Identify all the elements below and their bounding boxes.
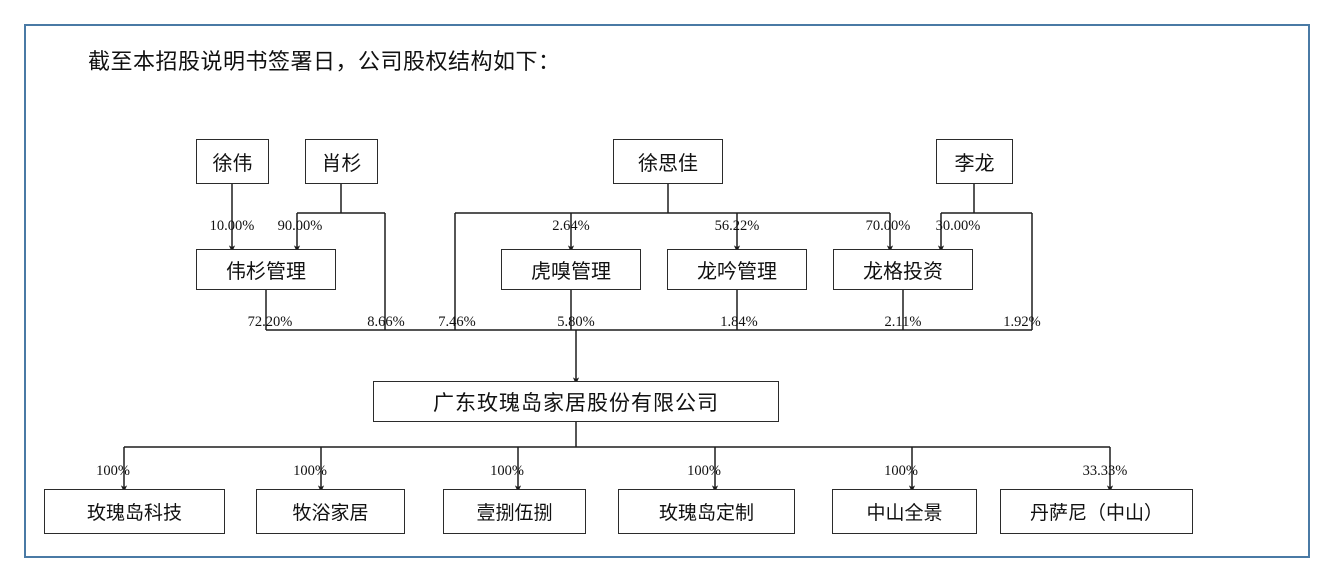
pct-xusijia-huxiu: 2.64% (552, 218, 590, 234)
node-weishan[interactable]: 伟杉管理 (196, 249, 336, 290)
node-label: 伟杉管理 (226, 261, 306, 283)
pct-issuer-sub3: 100% (490, 463, 524, 479)
node-label: 虎嗅管理 (531, 261, 611, 283)
diagram-frame (24, 24, 1310, 558)
node-sub3[interactable]: 壹捌伍捌 (443, 489, 586, 534)
pct-xiaoshan-issuer: 8.66% (367, 314, 405, 330)
pct-issuer-sub2: 100% (293, 463, 327, 479)
pct-issuer-sub6: 33.33% (1082, 463, 1128, 479)
node-label: 玫瑰岛科技 (86, 503, 182, 524)
node-label: 徐伟 (212, 153, 253, 175)
node-label: 丹萨尼（中山） (1029, 503, 1163, 524)
node-longge[interactable]: 龙格投资 (833, 249, 973, 290)
pct-lilong-longge: 30.00% (935, 218, 981, 234)
node-label: 牧浴家居 (292, 503, 369, 524)
pct-xusijia-longge: 70.00% (865, 218, 911, 234)
node-label: 广东玫瑰岛家居股份有限公司 (433, 390, 719, 415)
node-label: 徐思佳 (638, 153, 698, 175)
pct-issuer-sub5: 100% (884, 463, 918, 479)
pct-xiaoshan-weishan: 90.00% (277, 218, 323, 234)
node-sub5[interactable]: 中山全景 (832, 489, 977, 534)
node-sub4[interactable]: 玫瑰岛定制 (618, 489, 795, 534)
pct-huxiu-issuer: 5.80% (557, 314, 595, 330)
node-issuer[interactable]: 广东玫瑰岛家居股份有限公司 (373, 381, 779, 422)
node-sub2[interactable]: 牧浴家居 (256, 489, 405, 534)
pct-longge-issuer: 2.11% (884, 314, 922, 330)
node-label: 中山全景 (866, 503, 943, 524)
node-label: 李龙 (954, 153, 995, 175)
pct-longyin-issuer: 1.84% (720, 314, 758, 330)
pct-xuwei-weishan: 10.00% (209, 218, 255, 234)
pct-weishan-issuer: 72.20% (247, 314, 293, 330)
node-label: 壹捌伍捌 (476, 503, 553, 524)
pct-issuer-sub1: 100% (96, 463, 130, 479)
pct-xusijia-issuer: 7.46% (438, 314, 476, 330)
node-xuwei[interactable]: 徐伟 (196, 139, 269, 184)
pct-lilong-issuer: 1.92% (1003, 314, 1041, 330)
pct-issuer-sub4: 100% (687, 463, 721, 479)
node-label: 龙格投资 (863, 261, 943, 283)
node-longyin[interactable]: 龙吟管理 (667, 249, 807, 290)
node-label: 肖杉 (321, 153, 362, 175)
node-sub1[interactable]: 玫瑰岛科技 (44, 489, 225, 534)
node-xiaoshan[interactable]: 肖杉 (305, 139, 378, 184)
pct-xusijia-longyin: 56.22% (714, 218, 760, 234)
node-xusijia[interactable]: 徐思佳 (613, 139, 723, 184)
node-label: 玫瑰岛定制 (658, 503, 754, 524)
node-huxiu[interactable]: 虎嗅管理 (501, 249, 641, 290)
node-label: 龙吟管理 (697, 261, 777, 283)
node-lilong[interactable]: 李龙 (936, 139, 1013, 184)
node-sub6[interactable]: 丹萨尼（中山） (1000, 489, 1193, 534)
page-title: 截至本招股说明书签署日，公司股权结构如下： (88, 49, 561, 74)
